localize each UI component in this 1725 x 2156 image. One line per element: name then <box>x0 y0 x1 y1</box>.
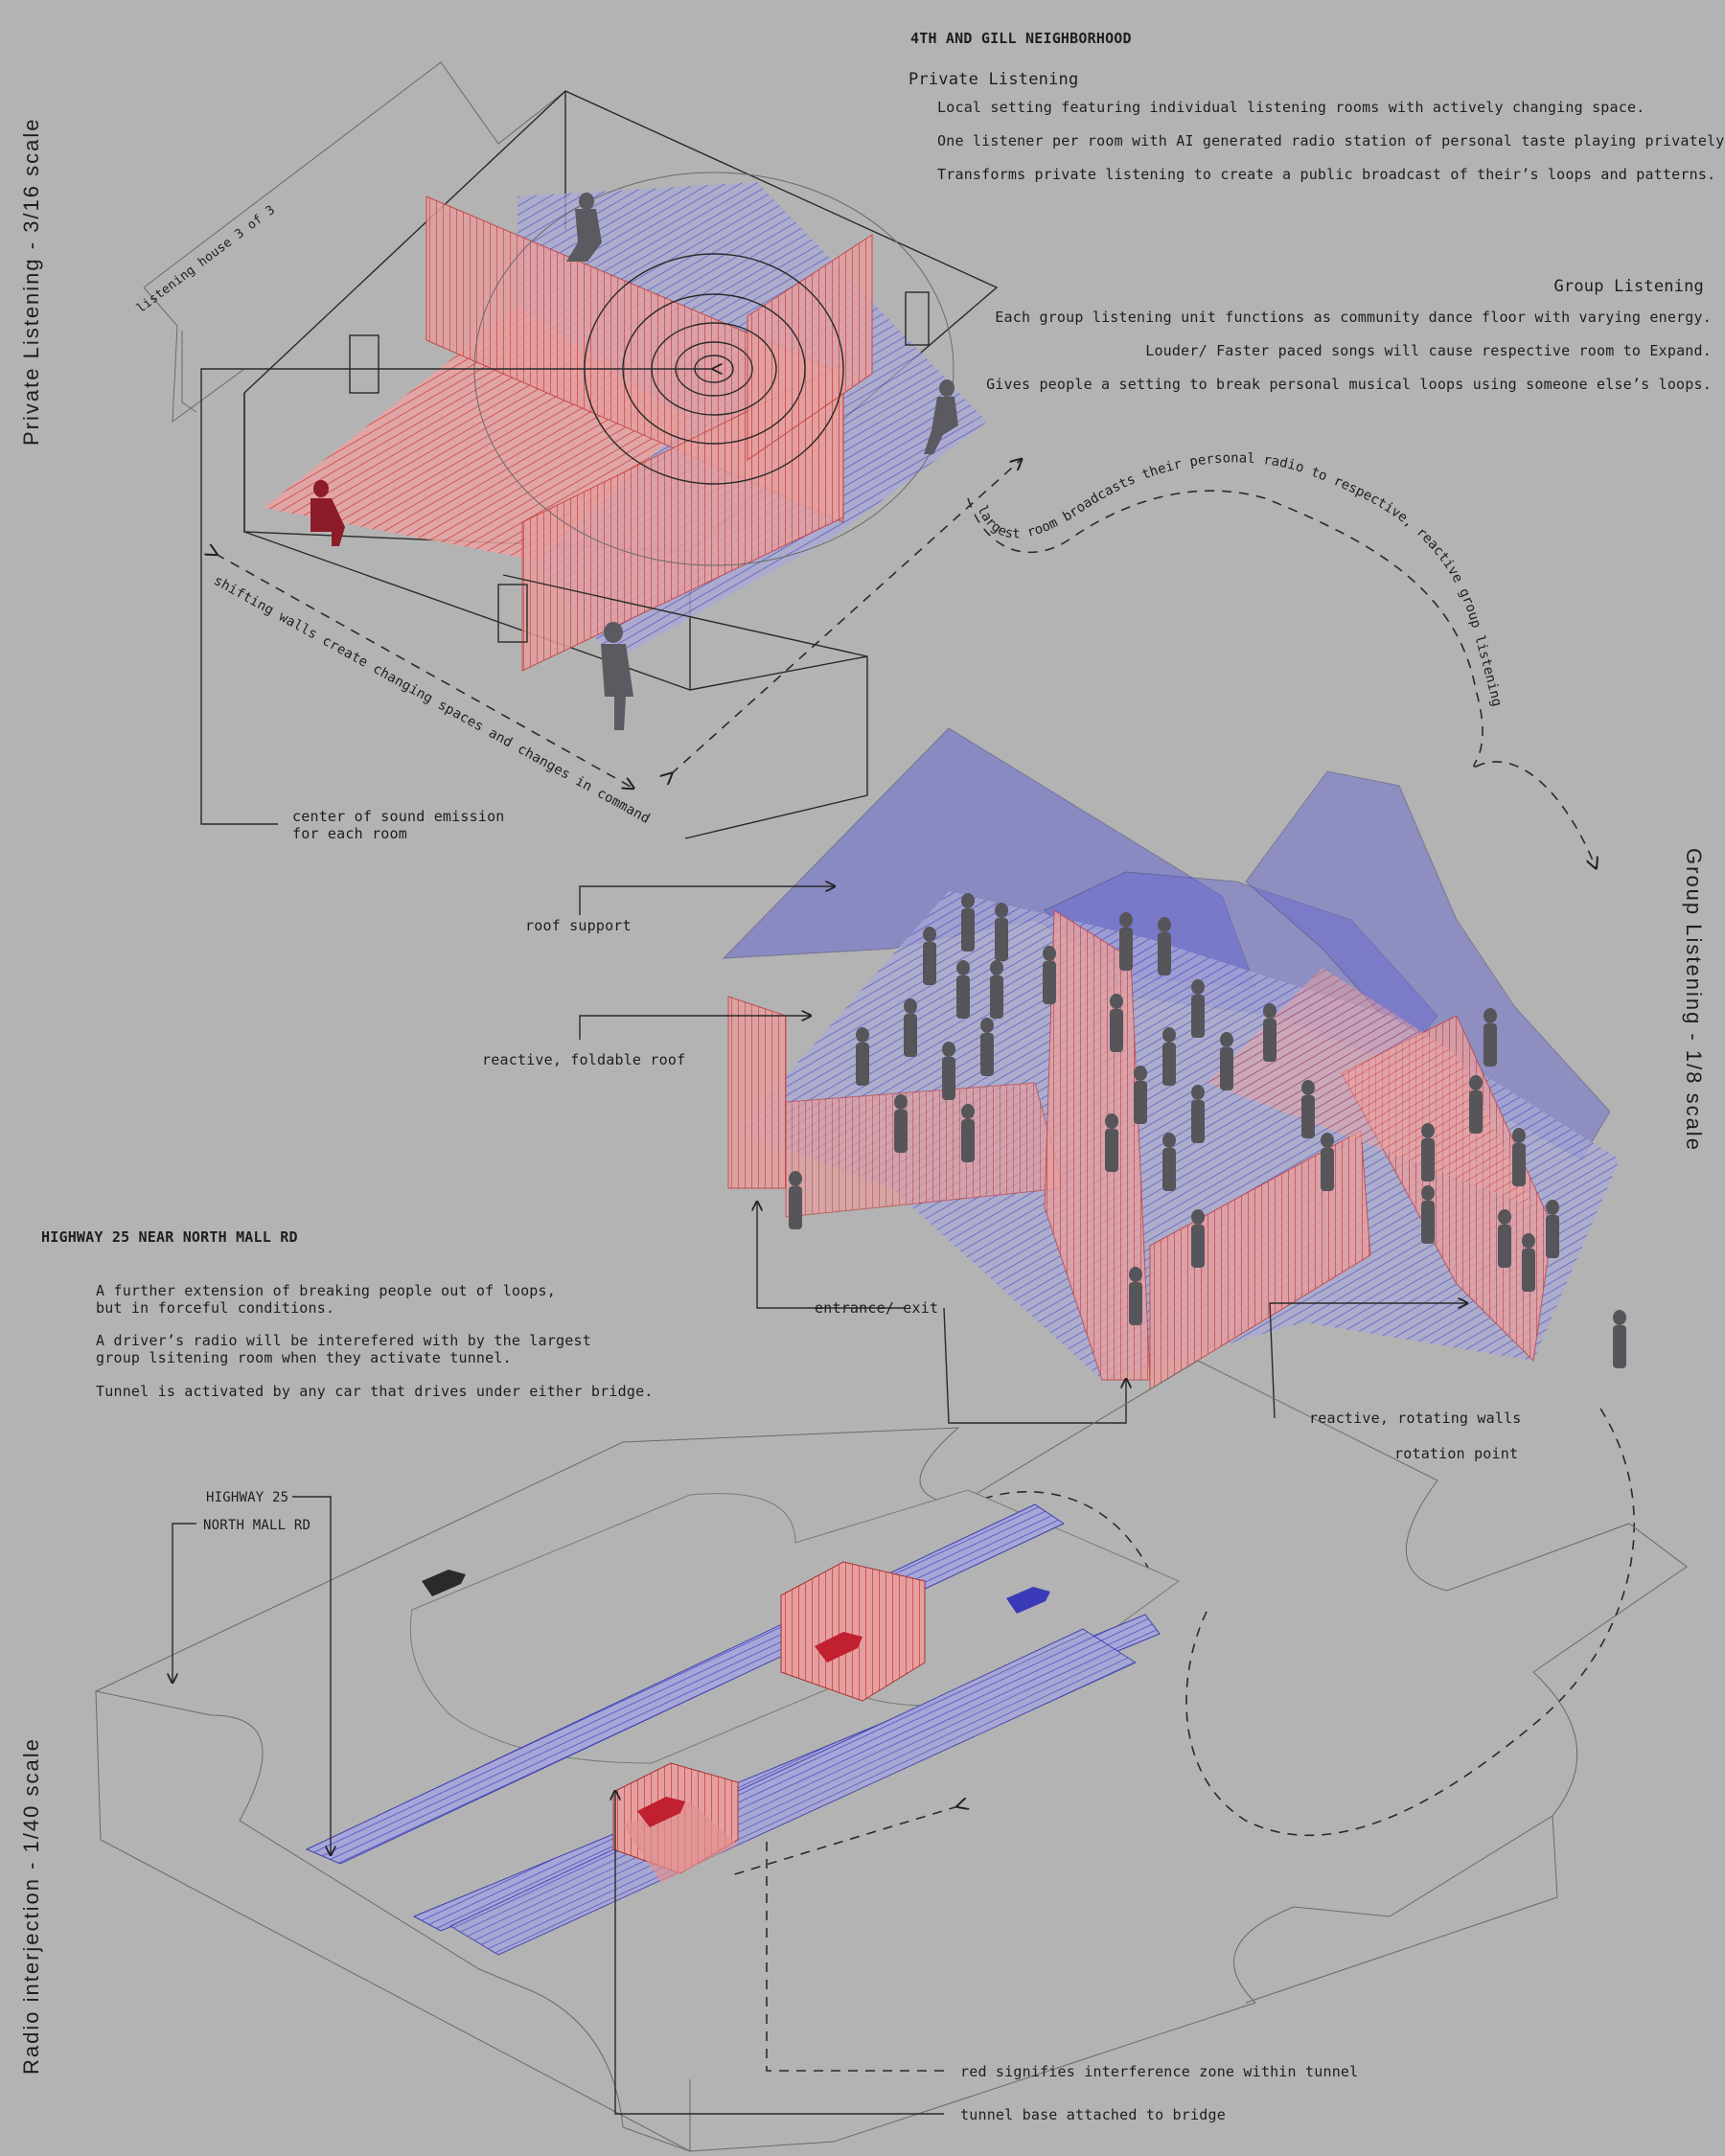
car-red-1 <box>815 1632 862 1663</box>
group-listening-drawing <box>579 727 1626 1424</box>
group-line-3: Gives people a setting to break personal… <box>986 376 1712 393</box>
private-line-3: Transforms private listening to create a… <box>937 166 1716 183</box>
side-label-radio: Radio interjection - 1/40 scale <box>19 1737 43 2075</box>
private-listening-title: Private Listening <box>908 70 1079 89</box>
roof-support-label: roof support <box>525 917 632 934</box>
listening-house-drawing <box>143 61 1021 839</box>
side-label-group: Group Listening - 1/8 scale <box>1682 848 1706 1152</box>
interference-zone-label: red signifies interference zone within t… <box>960 2063 1359 2080</box>
broadcast-path <box>967 490 1484 768</box>
car-blue <box>1006 1587 1050 1614</box>
neighborhood-heading: 4TH AND GILL NEIGHBORHOOD <box>910 30 1132 47</box>
dancers <box>789 893 1626 1368</box>
group-listening-title: Group Listening <box>1553 277 1704 296</box>
highway-drawing <box>94 1360 1688 2152</box>
group-line-1: Each group listening unit functions as c… <box>995 309 1712 326</box>
group-line-2: Louder/ Faster paced songs will cause re… <box>1145 342 1712 359</box>
private-line-1: Local setting featuring individual liste… <box>937 99 1645 116</box>
car-red-2 <box>637 1797 685 1827</box>
foldable-roof-label: reactive, foldable roof <box>482 1051 686 1068</box>
rotating-walls-label: reactive, rotating walls <box>1309 1410 1522 1427</box>
sound-center-line-2: for each room <box>292 825 407 842</box>
rotation-point-label: rotation point <box>1394 1445 1519 1462</box>
car-black <box>422 1570 466 1596</box>
highway-para2-line2: group lsitening room when they activate … <box>96 1349 512 1366</box>
highway-para1-line2: but in forceful conditions. <box>96 1299 335 1317</box>
highway-25-label: HIGHWAY 25 <box>206 1490 289 1505</box>
entrance-exit-label: entrance/ exit <box>815 1299 939 1317</box>
highway-para2-line1: A driver’s radio will be interefered wit… <box>96 1332 591 1349</box>
private-line-2: One listener per room with AI generated … <box>937 132 1725 149</box>
highway-para3: Tunnel is activated by any car that driv… <box>96 1383 654 1400</box>
tunnel-base-label: tunnel base attached to bridge <box>960 2106 1226 2123</box>
highway-para1-line1: A further extension of breaking people o… <box>96 1282 556 1299</box>
north-mall-rd-label: NORTH MALL RD <box>203 1518 311 1533</box>
sound-center-line-1: center of sound emission <box>292 808 505 825</box>
highway-heading: HIGHWAY 25 NEAR NORTH MALL RD <box>41 1228 298 1246</box>
side-label-private: Private Listening - 3/16 scale <box>19 117 43 447</box>
